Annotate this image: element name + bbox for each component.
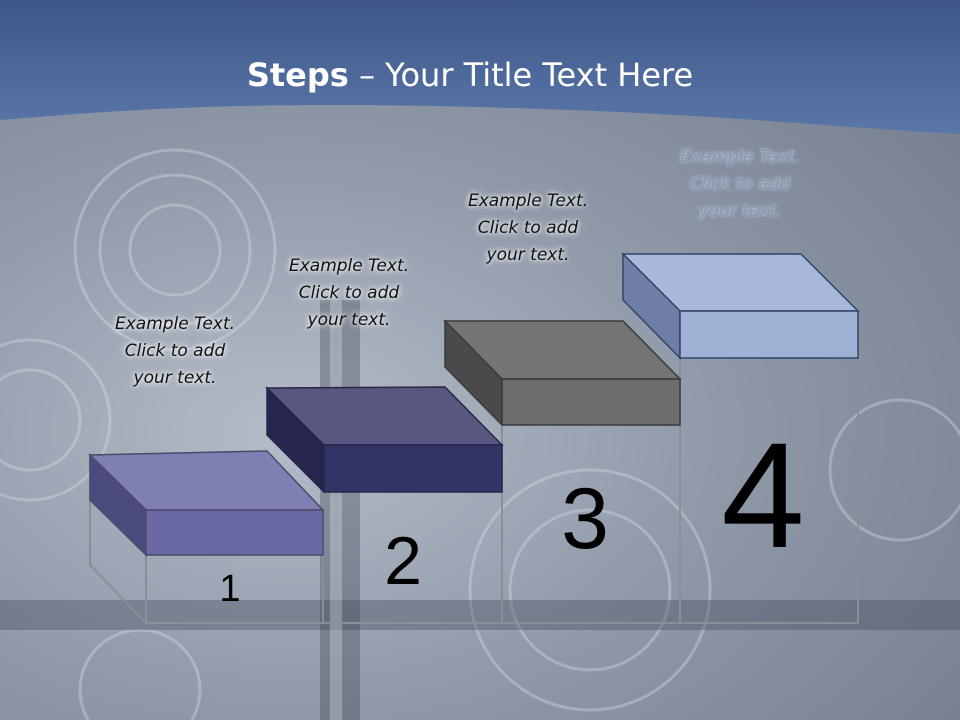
- caption-line: Example Text.: [467, 191, 589, 211]
- step-3-caption[interactable]: Example Text. Click to add your text.: [438, 188, 618, 269]
- step-3-number: 3: [561, 471, 609, 567]
- caption-line: your text.: [698, 201, 782, 221]
- title-rest-part: – Your Title Text Here: [348, 56, 694, 94]
- step-4-number: 4: [721, 411, 805, 579]
- caption-line: Example Text.: [114, 314, 236, 334]
- header-band: [0, 0, 960, 134]
- step-4-caption[interactable]: Example Text. Click to add your text.: [650, 144, 830, 225]
- caption-line: Click to add: [124, 341, 226, 361]
- step-2-block[interactable]: [265, 386, 504, 494]
- caption-line: Example Text.: [679, 147, 801, 167]
- step-2-caption[interactable]: Example Text. Click to add your text.: [259, 253, 439, 334]
- title-bold-part: Steps: [246, 56, 349, 94]
- caption-line: Click to add: [298, 283, 400, 303]
- caption-line: your text.: [133, 368, 217, 388]
- step-4-block[interactable]: [621, 252, 860, 360]
- caption-line: your text.: [486, 245, 570, 265]
- caption-line: your text.: [307, 310, 391, 330]
- caption-line: Click to add: [477, 218, 579, 238]
- caption-line: Example Text.: [288, 256, 410, 276]
- step-1-block[interactable]: [88, 450, 325, 557]
- step-3-block[interactable]: [443, 319, 682, 427]
- caption-line: Click to add: [689, 174, 791, 194]
- slide-title[interactable]: Steps – Your Title Text Here: [0, 56, 940, 94]
- step-1-caption[interactable]: Example Text. Click to add your text.: [85, 311, 265, 392]
- step-1-number: 1: [219, 568, 241, 610]
- step-2-number: 2: [384, 523, 422, 599]
